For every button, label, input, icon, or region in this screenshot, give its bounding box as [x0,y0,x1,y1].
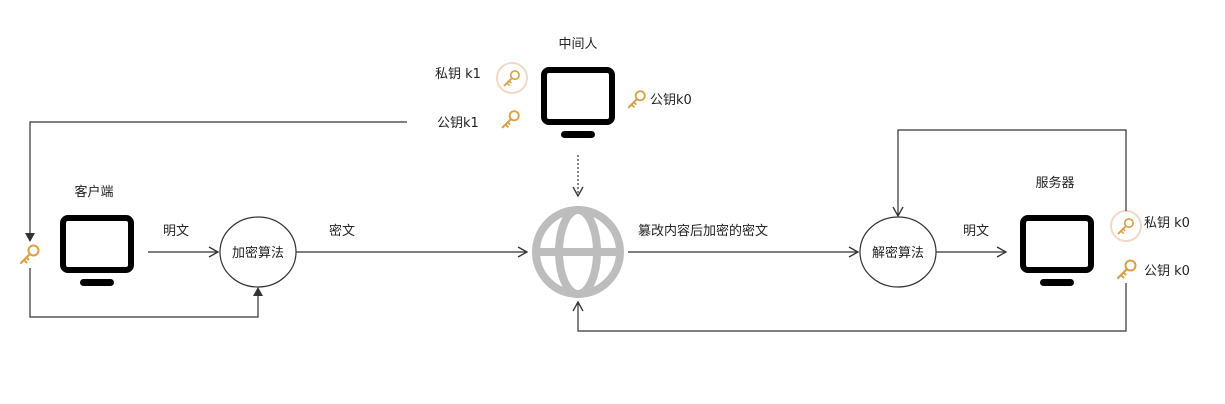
client-label: 客户端 [74,184,113,200]
middleman-public-k0-label: 公钥k0 [650,93,692,108]
middleman-public-k0-key-icon [627,90,646,109]
server-label: 服务器 [1035,175,1074,191]
server-private-key-to-decrypt-connector [892,129,1127,218]
middleman-private-key-label: 私钥 k1 [435,67,481,82]
server-public-key-to-globe-connector [572,283,1127,332]
middleman-public-k1-label: 公钥k1 [437,116,479,131]
client-plaintext-label: 明文 [163,224,189,239]
middleman-k1-to-client-connector [25,121,407,242]
client-key-icon [19,244,40,265]
middleman-monitor-icon [544,70,612,138]
server-public-key-label: 公钥 k0 [1144,264,1190,279]
globe-icon [532,206,624,298]
encrypt-node-label: 加密算法 [232,245,284,261]
server-private-key-label: 私钥 k0 [1144,216,1190,231]
middleman-label: 中间人 [558,37,597,52]
decrypt-node-label: 解密算法 [872,245,924,261]
middleman-public-k1-key-icon [501,110,520,129]
tampered-ciphertext-label: 篡改内容后加密的密文 [638,223,768,239]
server-plaintext-label: 明文 [963,224,989,239]
client-monitor-icon [63,218,131,286]
ciphertext-label: 密文 [329,223,355,239]
server-monitor-icon [1023,218,1091,286]
client-key-to-encrypt-connector [29,268,263,318]
server-public-key-icon [1116,259,1137,280]
